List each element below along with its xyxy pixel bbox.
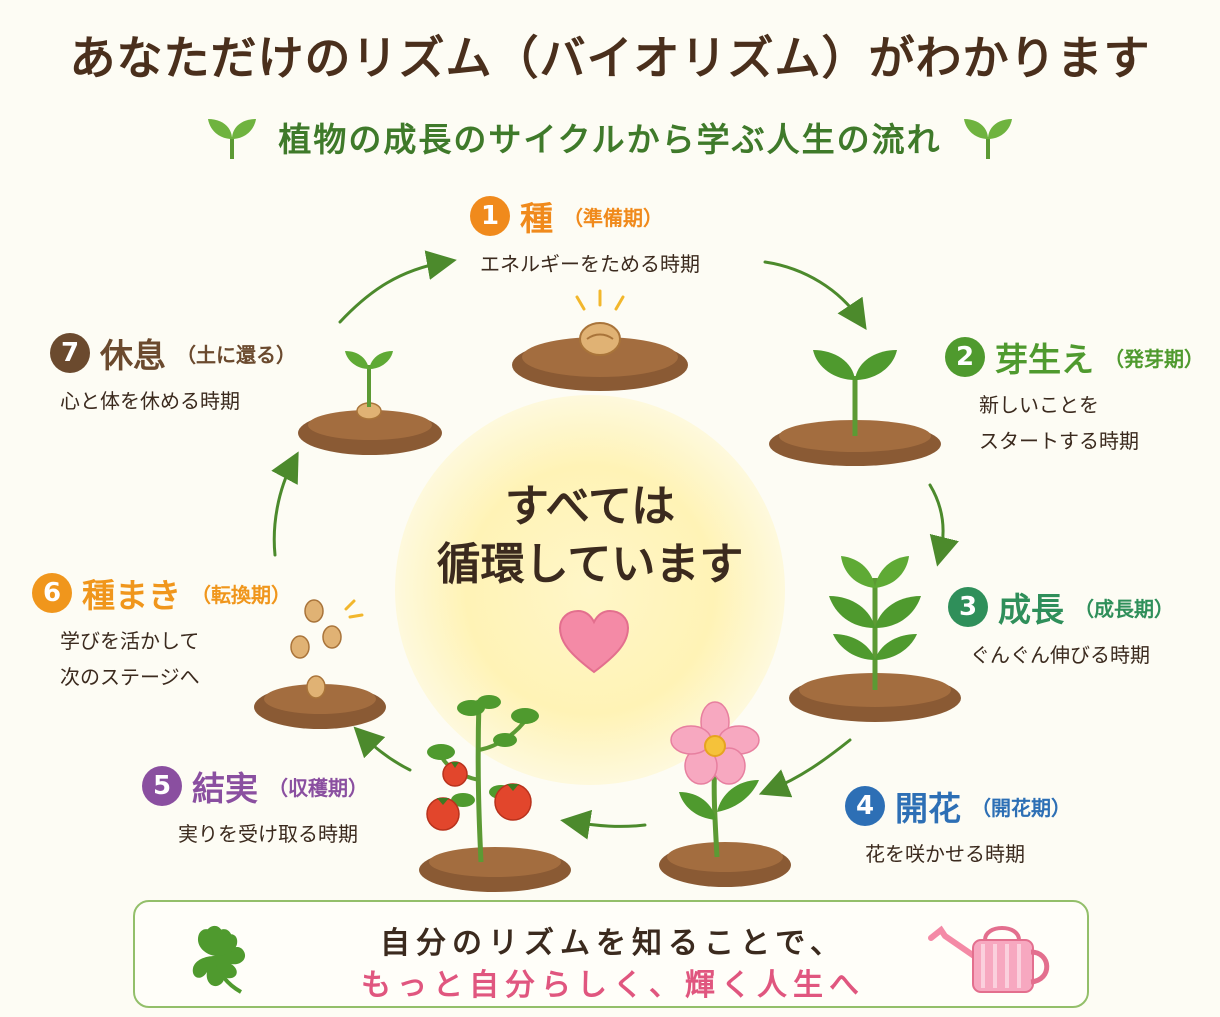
stage-description: 新しいことを スタートする時期: [979, 393, 1139, 453]
falling-seeds-icon: [254, 599, 386, 729]
seed-in-soil-icon: [512, 289, 688, 391]
arrow-3-to-4: [758, 738, 852, 798]
stage-period: （準備期）: [563, 205, 663, 230]
stage-description: 学びを活かして 次のステージへ: [60, 629, 200, 689]
stage-name: 種: [520, 199, 553, 238]
bottom-message-line-1: 自分のリズムを知ることで、: [380, 926, 846, 961]
bottom-message-line-2: もっと自分らしく、輝く人生へ: [361, 968, 865, 1003]
stage-5: 5 結実 （収穫期） 実りを受け取る時期: [142, 762, 368, 852]
resting-seedling-icon: [298, 351, 442, 455]
stage-name: 開花: [895, 789, 961, 828]
stage-2: 2 芽生え （発芽期） 新しいことを スタートする時期: [945, 333, 1204, 459]
stage-name: 結実: [192, 769, 258, 808]
arrow-7-to-1: [338, 250, 457, 324]
stage-name: 種まき: [82, 576, 181, 615]
arrow-4-to-5: [560, 809, 647, 840]
stage-period: （土に還る）: [176, 342, 296, 367]
subtitle: 植物の成長のサイクルから学ぶ人生の流れ: [278, 120, 942, 159]
stage-number-badge: 4: [845, 786, 885, 826]
stage-name: 休息: [100, 336, 166, 375]
stage-description: 心と体を休める時期: [60, 389, 240, 413]
stage-number-badge: 3: [948, 587, 988, 627]
stage-number-badge: 5: [142, 766, 182, 806]
stage-period: （発芽期）: [1104, 346, 1204, 371]
stage-description: エネルギーをためる時期: [480, 252, 700, 276]
stage-description: 花を咲かせる時期: [865, 842, 1025, 866]
heart-icon: [558, 609, 630, 674]
subtitle-row: 植物の成長のサイクルから学ぶ人生の流れ: [0, 112, 1220, 162]
growing-plant-icon: [789, 556, 961, 722]
stage-name: 芽生え: [995, 340, 1094, 379]
stage-number-badge: 1: [470, 196, 510, 236]
stage-number-badge: 6: [32, 573, 72, 613]
arrow-6-to-7: [271, 451, 299, 557]
stage-description: 実りを受け取る時期: [178, 822, 358, 846]
stage-number-badge: 2: [945, 337, 985, 377]
stage-4: 4 開花 （開花期） 花を咲かせる時期: [845, 782, 1071, 872]
stage-1: 1 種 （準備期） エネルギーをためる時期: [470, 192, 700, 282]
stage-name: 成長: [998, 590, 1064, 629]
sprout-icon: [963, 119, 1012, 159]
bottom-message-box: 自分のリズムを知ることで、 もっと自分らしく、輝く人生へ: [133, 900, 1089, 1008]
stage-6: 6 種まき （転換期） 学びを活かして 次のステージへ: [32, 569, 291, 695]
center-message: すべては 循環しています: [400, 478, 780, 594]
center-line-1: すべては: [504, 481, 676, 532]
watering-can-icon: [928, 925, 1050, 993]
stage-period: （転換期）: [191, 582, 291, 607]
stage-3: 3 成長 （成長期） ぐんぐん伸びる時期: [948, 583, 1174, 673]
sprout-icon: [769, 350, 941, 466]
page-title: あなただけのリズム（バイオリズム）がわかります: [69, 31, 1151, 85]
stage-7: 7 休息 （土に還る） 心と体を休める時期: [50, 329, 296, 419]
arrow-5-to-6: [353, 726, 412, 772]
stage-period: （収穫期）: [268, 775, 368, 800]
center-line-2: 循環しています: [436, 539, 744, 590]
stage-period: （開花期）: [971, 795, 1071, 820]
flower-icon: [659, 701, 791, 887]
sprout-icon: [208, 119, 257, 159]
stage-period: （成長期）: [1074, 596, 1174, 621]
tomato-plant-icon: [419, 695, 571, 892]
arrow-1-to-2: [763, 260, 867, 330]
clover-icon: [192, 925, 246, 994]
arrow-2-to-3: [928, 483, 959, 567]
stage-description: ぐんぐん伸びる時期: [970, 643, 1150, 667]
stage-number-badge: 7: [50, 333, 90, 373]
